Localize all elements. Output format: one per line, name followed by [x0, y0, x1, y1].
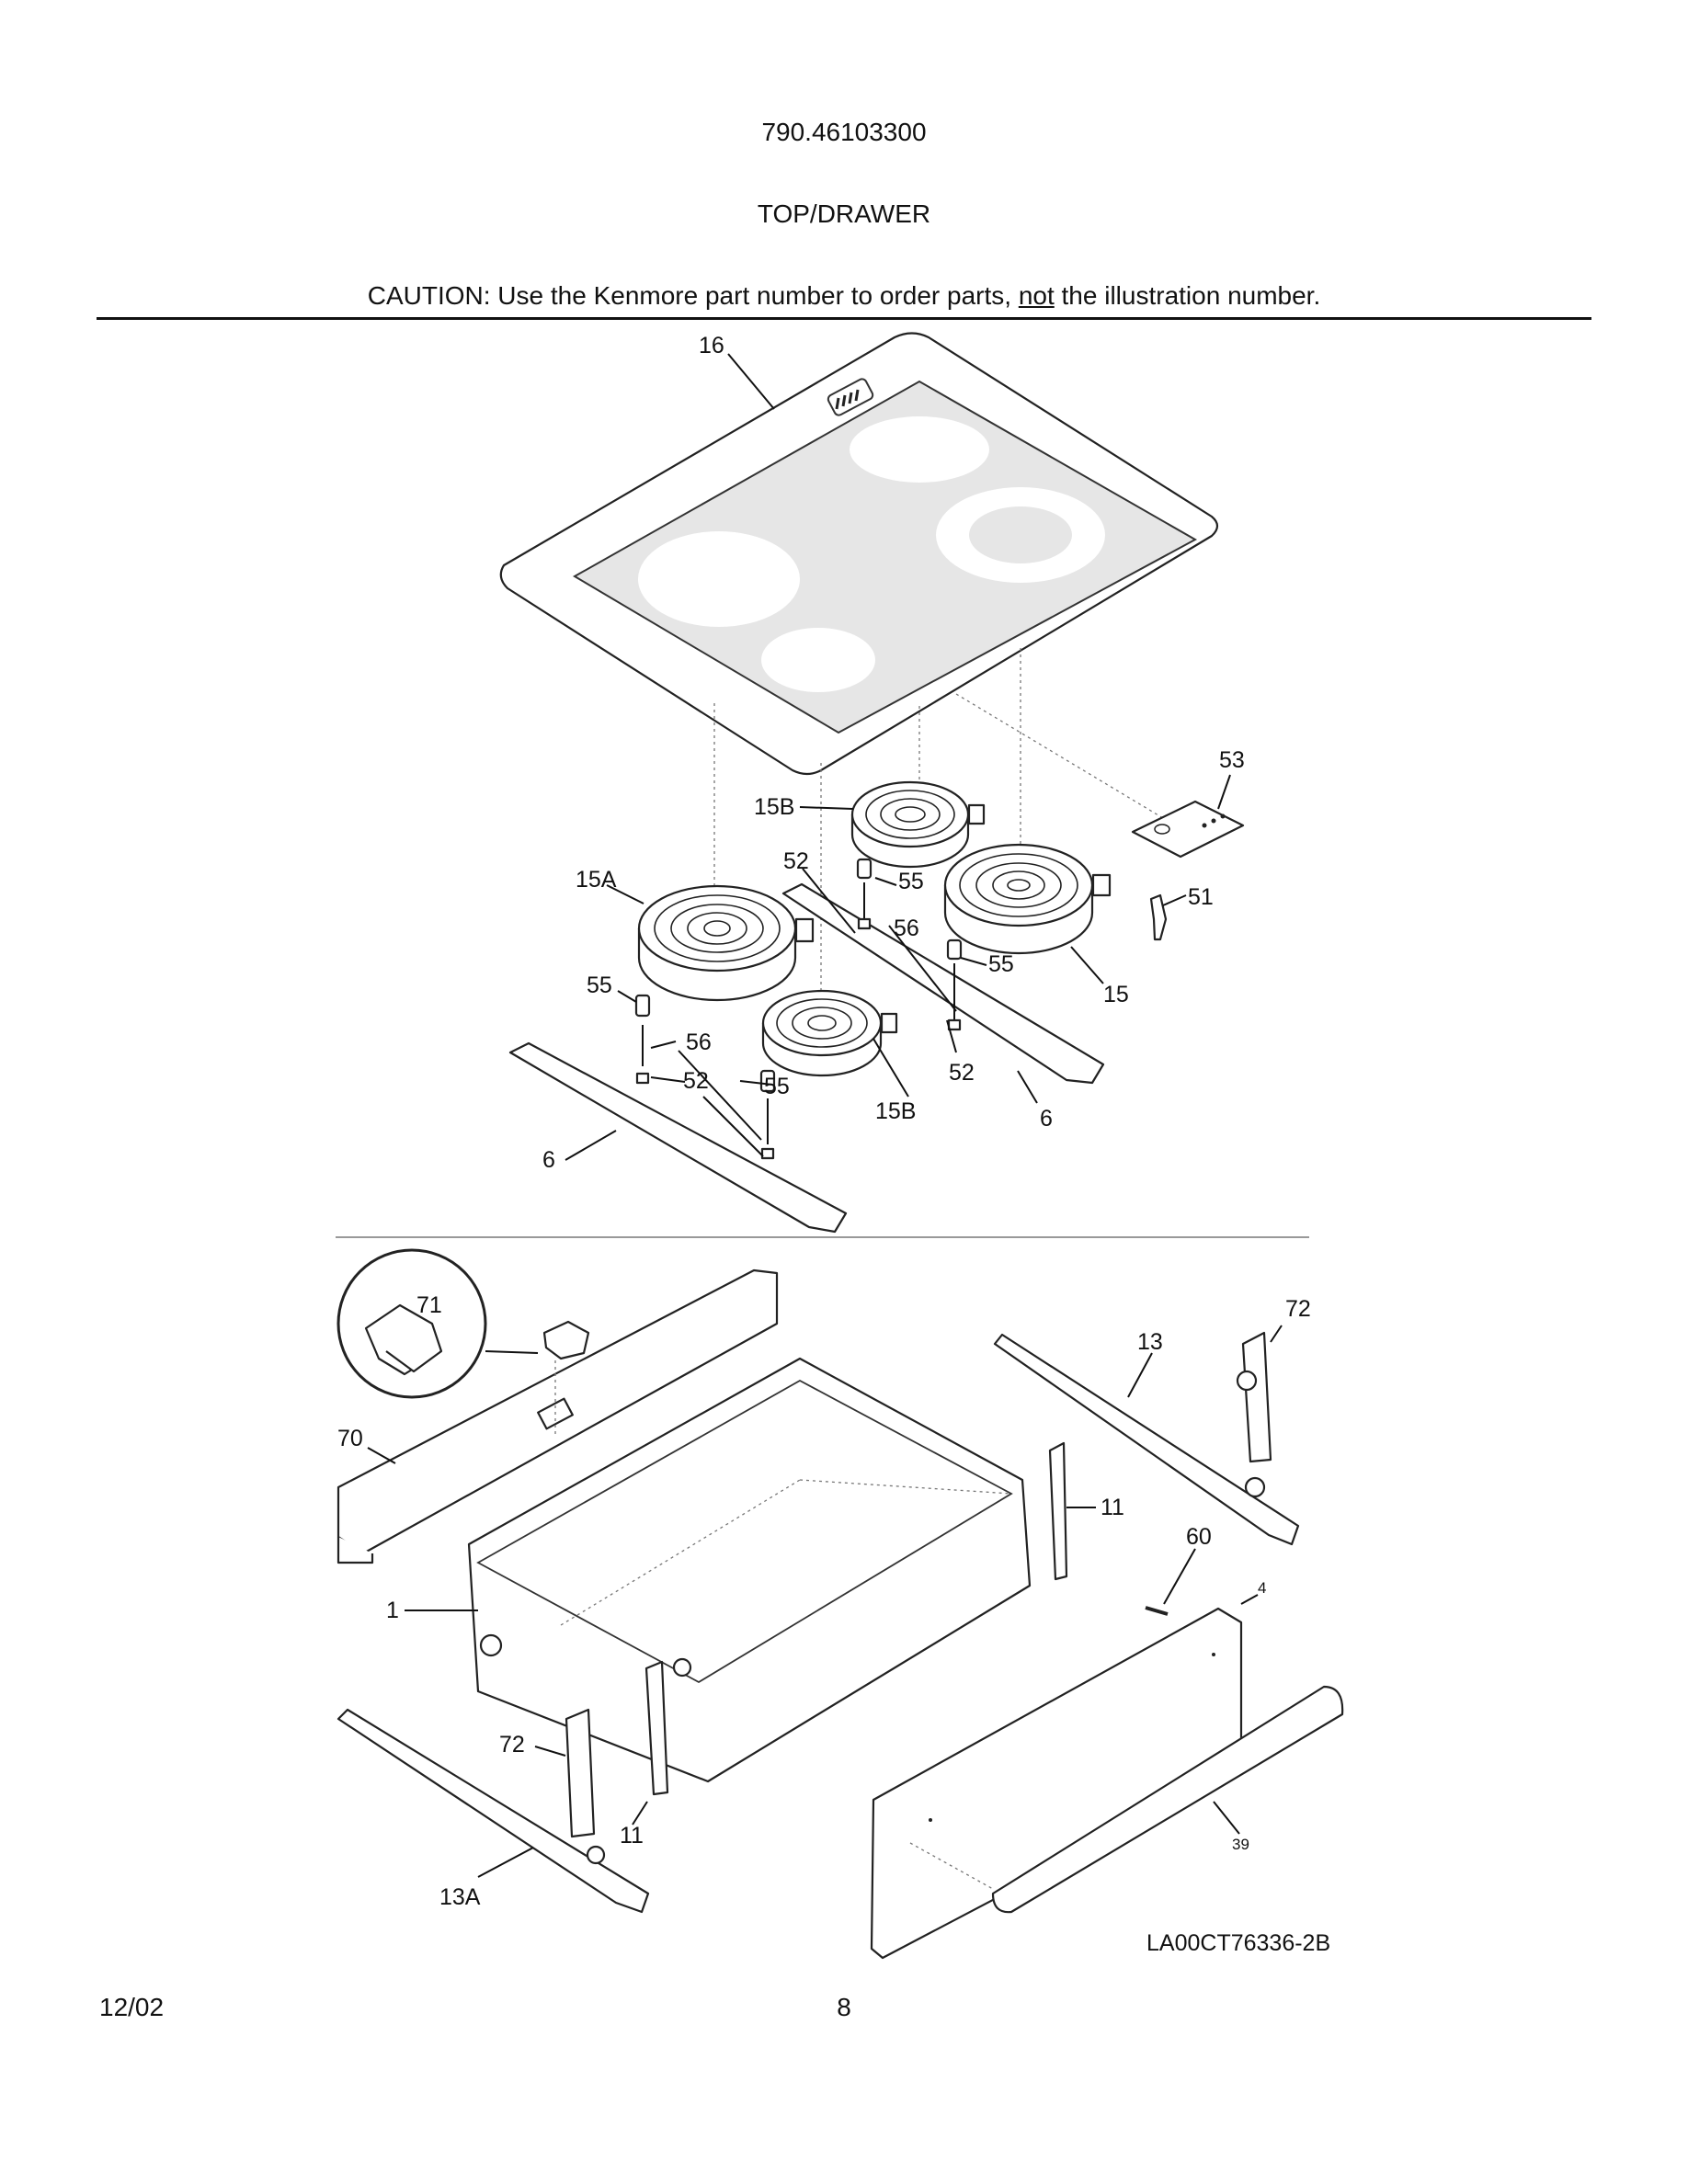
support-bracket-6-left — [508, 1041, 848, 1234]
callout-72-right: 72 — [1285, 1296, 1311, 1322]
callout-6-left: 6 — [542, 1147, 555, 1173]
callout-6-right: 6 — [1040, 1106, 1053, 1132]
section-title: TOP/DRAWER — [757, 199, 931, 228]
model-number: 790.46103300 — [761, 118, 927, 146]
page-number: 8 — [837, 1993, 851, 2021]
bracket-72-left — [565, 1708, 596, 1838]
callout-39: 39 — [1232, 1836, 1249, 1853]
callout-11-left: 11 — [620, 1823, 644, 1848]
surface-element-15A — [637, 884, 815, 1002]
drawer-slide-70 — [336, 1268, 779, 1564]
screw-60 — [1145, 1606, 1169, 1616]
callout-56-b: 56 — [686, 1029, 712, 1055]
leader-lines-top — [565, 353, 1231, 1161]
callout-52-left: 52 — [683, 1068, 709, 1094]
drawer-body-1 — [467, 1357, 1032, 1783]
caution-emphasis: not — [1018, 281, 1055, 310]
callout-4: 4 — [1258, 1579, 1266, 1597]
callout-60: 60 — [1186, 1524, 1212, 1550]
callout-55-b: 55 — [988, 951, 1014, 977]
callout-52-top: 52 — [783, 848, 809, 874]
drawing-id: LA00CT76336-2B — [1146, 1930, 1330, 1956]
bracket-72-right — [1236, 1331, 1272, 1463]
cooktop-glass — [499, 332, 1219, 776]
footer-date: 12/02 — [99, 1993, 165, 2021]
drawer-slide-13A — [336, 1708, 650, 1914]
callout-72-left: 72 — [499, 1732, 525, 1757]
callout-53: 53 — [1219, 747, 1245, 773]
callout-15B-top: 15B — [754, 794, 794, 820]
callout-52-mid: 52 — [949, 1060, 975, 1086]
callout-13: 13 — [1137, 1329, 1163, 1355]
surface-element-15 — [943, 843, 1112, 955]
spacers-and-screws — [634, 858, 963, 1160]
header-rule — [97, 317, 1591, 320]
caution-text: CAUTION: Use the Kenmore part number to … — [0, 281, 1688, 311]
callout-56-a: 56 — [894, 916, 919, 941]
callout-16: 16 — [699, 333, 724, 358]
callout-55-c: 55 — [587, 973, 612, 998]
rear-bracket-11-right — [1048, 1441, 1068, 1581]
part-51 — [1149, 893, 1168, 941]
callout-15A: 15A — [576, 867, 617, 893]
drawer-handle-39 — [909, 1685, 1344, 1914]
leader-lines-bottom — [367, 1325, 1283, 1878]
terminal-cover-53 — [1131, 800, 1245, 859]
callout-1: 1 — [386, 1598, 399, 1623]
callout-11-right: 11 — [1101, 1495, 1124, 1520]
callout-70: 70 — [337, 1426, 363, 1451]
caution-prefix: CAUTION: Use the Kenmore part number to … — [367, 281, 1019, 310]
callout-55-d: 55 — [764, 1074, 790, 1099]
callout-51: 51 — [1188, 884, 1214, 910]
caution-suffix: the illustration number. — [1054, 281, 1321, 310]
surface-element-15B-bottom — [761, 989, 898, 1077]
detail-circle-71 — [336, 1248, 590, 1399]
callout-15: 15 — [1103, 982, 1129, 1007]
drawer-slide-13 — [993, 1333, 1300, 1546]
callout-15B-bottom: 15B — [875, 1098, 916, 1124]
support-bracket-6-right — [781, 882, 1105, 1085]
callout-13A: 13A — [439, 1884, 481, 1910]
rear-bracket-11-left — [644, 1660, 669, 1796]
surface-element-15B-top — [850, 780, 986, 869]
callout-71: 71 — [416, 1292, 442, 1318]
callout-55-a: 55 — [898, 869, 924, 894]
